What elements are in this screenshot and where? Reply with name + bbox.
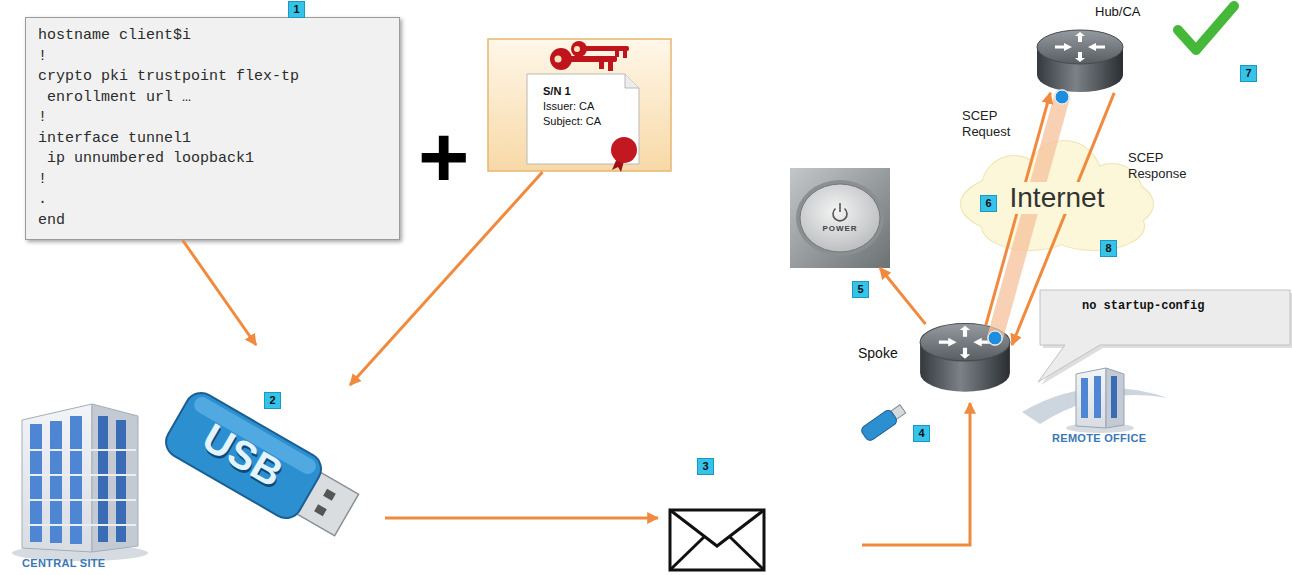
callout-number: 2 (264, 392, 281, 409)
code-line: interface tunnel1 (38, 129, 387, 150)
code-line: hostname client$i (38, 26, 387, 47)
certificate-field: Issuer: CA (543, 100, 594, 113)
connector-arrow (1012, 93, 1114, 345)
plus-sign: + (418, 113, 469, 201)
hub-router: Hub/CA (1035, 25, 1125, 95)
speech-bubble-outline (1040, 290, 1290, 345)
connector-arrow (880, 268, 926, 324)
code-line: ! (38, 108, 387, 129)
callout-number: 6 (980, 195, 997, 212)
code-line: end (38, 211, 387, 232)
check-mark (1178, 6, 1234, 50)
code-line: enrollment url … (38, 88, 387, 109)
power-button: POWER (790, 168, 890, 268)
tunnel-endpoint (1055, 90, 1069, 104)
connector-arrow (183, 240, 257, 345)
usb-stick: USB (160, 345, 360, 545)
code-line: . (38, 190, 387, 211)
router-label: Hub/CA (1095, 4, 1141, 19)
code-line: crypto pki trustpoint flex-tp (38, 67, 387, 88)
callout-number: 8 (1100, 240, 1117, 257)
certificate-card: S/N 1 Issuer: CA Subject: CA (487, 38, 672, 172)
callout-number: 5 (852, 281, 869, 298)
power-button-outline (790, 168, 890, 268)
cloud-label: Internet (1006, 182, 1109, 214)
callout-number: 4 (913, 425, 930, 442)
edge-label: SCEP Request (962, 108, 1024, 140)
central-site-building (12, 404, 148, 561)
button-label: POWER (790, 224, 890, 233)
certificate-field: Subject: CA (543, 115, 601, 128)
router-label: Spoke (858, 345, 898, 361)
bubble-text: no startup-config (1082, 299, 1278, 313)
envelope-icon (670, 510, 764, 570)
tunnel-endpoint (988, 331, 1002, 345)
callout-number: 7 (1240, 65, 1257, 82)
connector-arrow (350, 172, 543, 385)
mail-arrow (385, 517, 658, 520)
code-line: ! (38, 47, 387, 68)
small-usb-icon (860, 402, 908, 442)
speech-bubble: no startup-config (1040, 290, 1290, 345)
site-caption: REMOTE OFFICE (1052, 432, 1146, 444)
site-caption: CENTRAL SITE (22, 557, 105, 569)
code-box: hostname client$i!crypto pki trustpoint … (25, 17, 400, 240)
callout-number: 1 (288, 1, 305, 18)
callout-number: 3 (697, 458, 714, 475)
hub-router-outline (1035, 25, 1125, 95)
certificate-field: S/N 1 (543, 85, 571, 98)
code-line: ip unnumbered loopback1 (38, 149, 387, 170)
code-line: ! (38, 170, 387, 191)
edge-label: SCEP Response (1128, 150, 1208, 182)
